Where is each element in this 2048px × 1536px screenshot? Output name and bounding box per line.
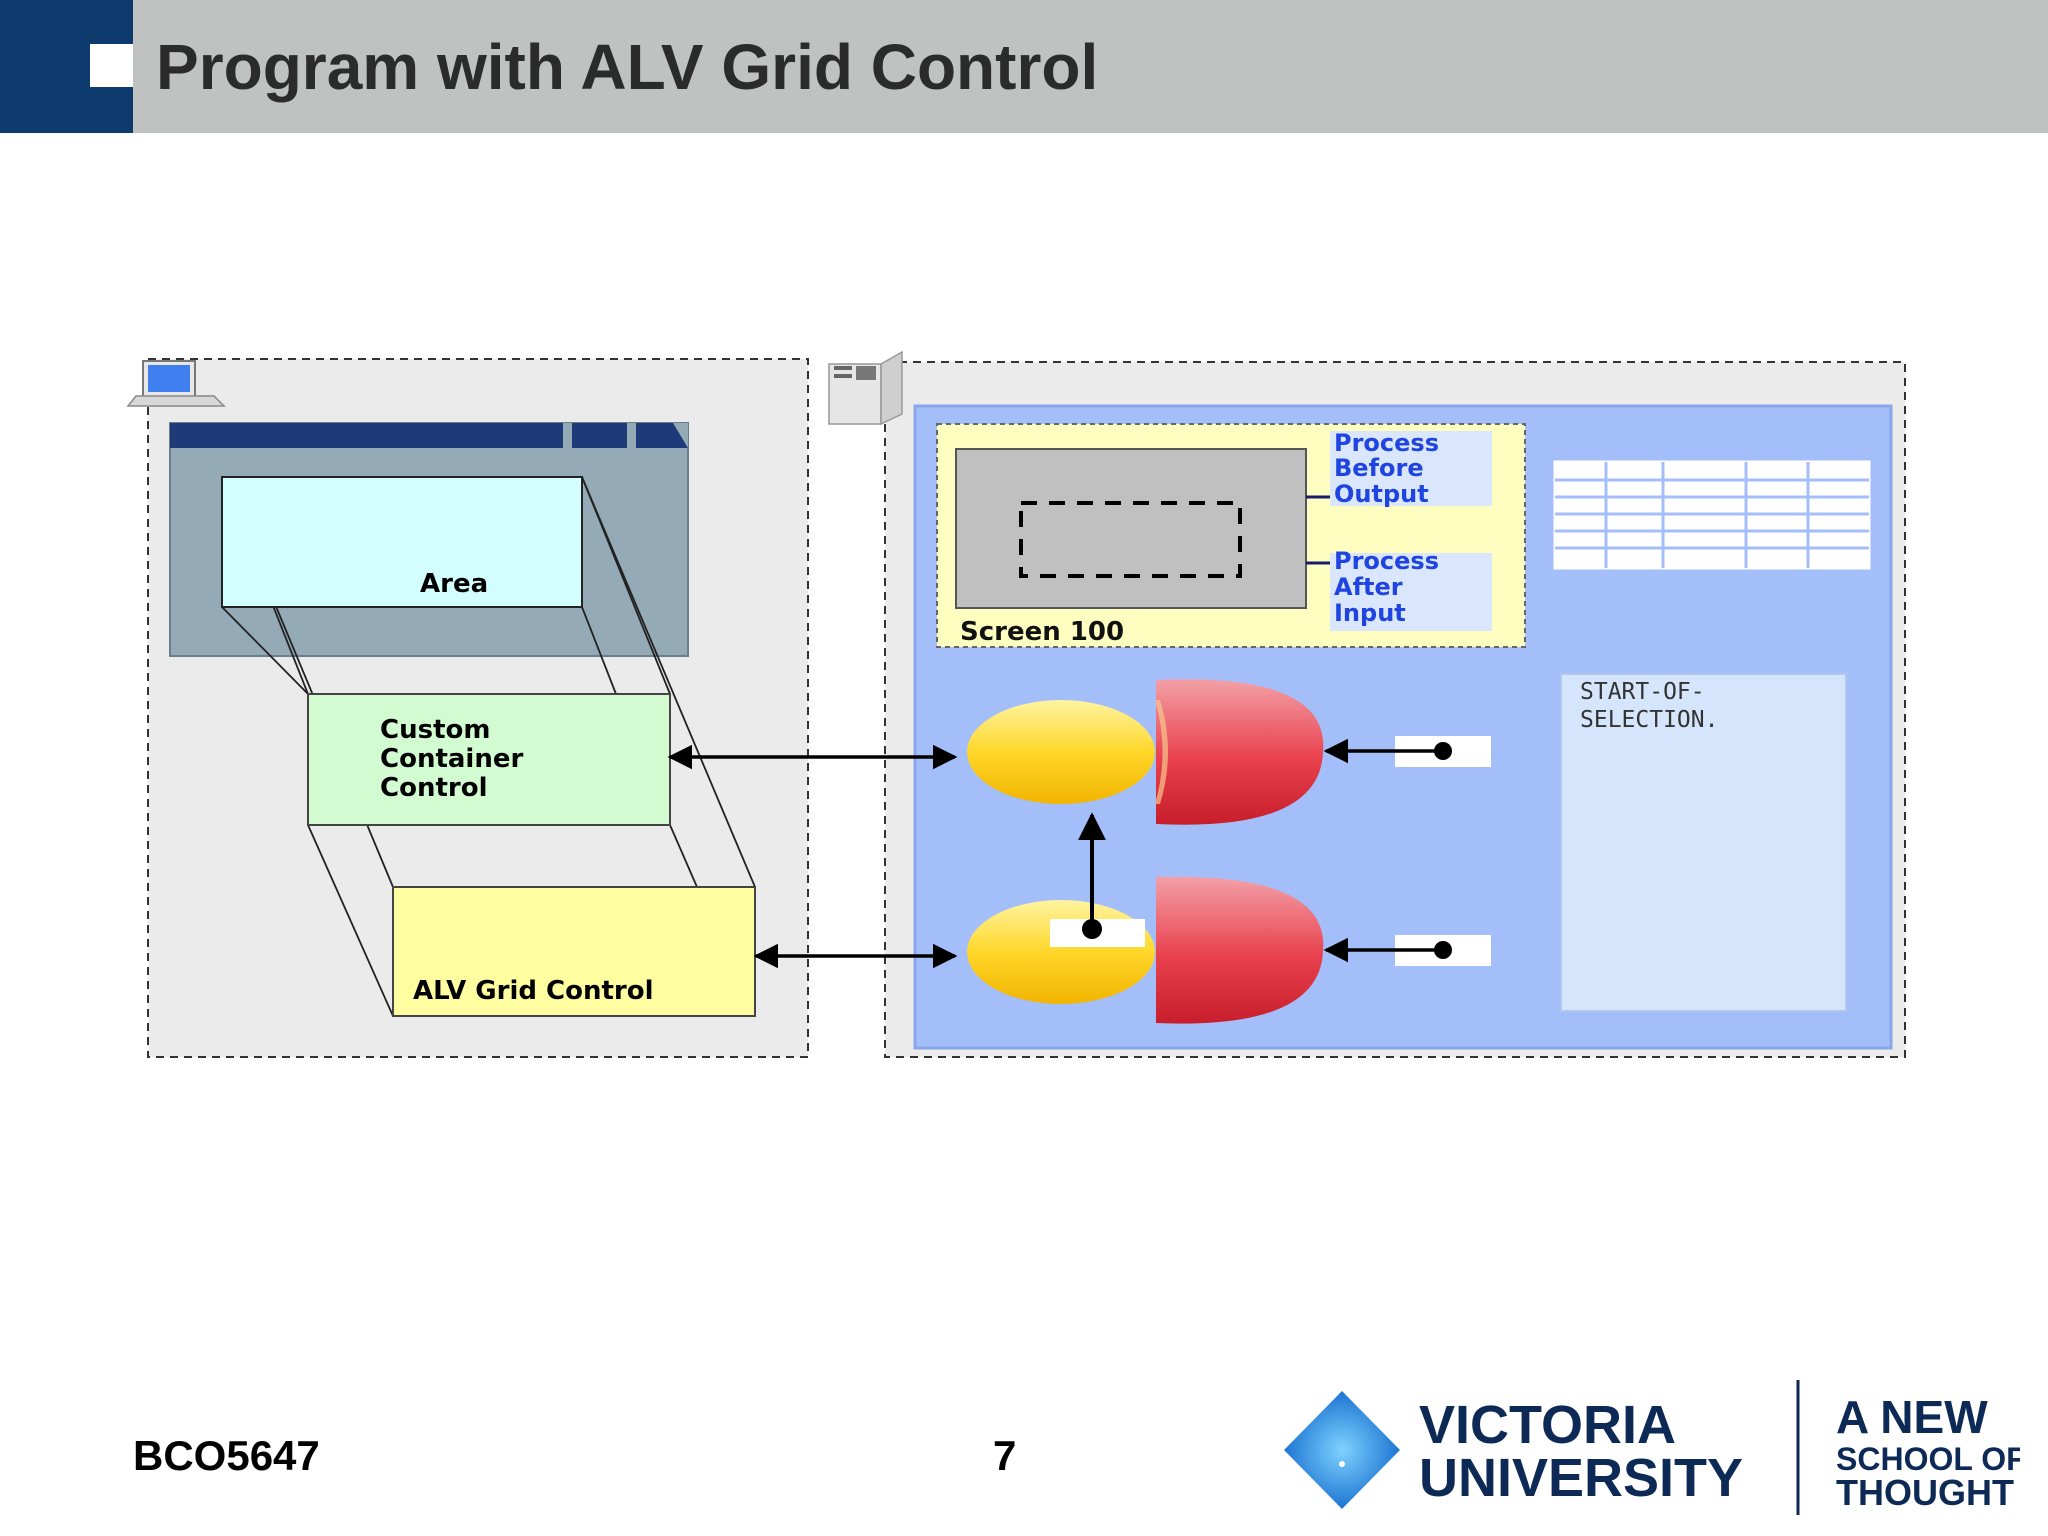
- logo-diamond-icon: [1284, 1391, 1400, 1509]
- screen-label: Screen 100: [960, 617, 1124, 647]
- custom-control-area-outline: [1019, 501, 1242, 578]
- area-box: [221, 476, 583, 608]
- logo-line-2: UNIVERSITY: [1419, 1448, 1743, 1508]
- pai-label-1: Process: [1334, 547, 1439, 575]
- area-label: Area: [420, 569, 488, 599]
- pai-label-2: After: [1334, 573, 1403, 601]
- logo-line-1: VICTORIA: [1419, 1395, 1676, 1455]
- custom-container-label-2: Container: [380, 744, 523, 774]
- pai-box: [1330, 553, 1492, 631]
- data-table-icon: [1553, 460, 1871, 570]
- header-bar: [0, 0, 2048, 133]
- header-bullet-square: [90, 44, 133, 87]
- alv-grid-label: ALV Grid Control: [413, 976, 654, 1006]
- container-object: [967, 679, 1324, 825]
- pbo-box: [1330, 431, 1492, 506]
- course-code: BCO5647: [133, 1432, 320, 1479]
- custom-container-label-3: Control: [380, 773, 487, 803]
- sap-window-titlebar: [170, 423, 688, 448]
- custom-container-box: [307, 693, 671, 826]
- code-line-2: SELECTION.: [1580, 707, 1718, 733]
- pbo-label-3: Output: [1334, 480, 1429, 508]
- logo-tag-2: SCHOOL OF: [1836, 1441, 2020, 1477]
- victoria-university-logo: VICTORIA UNIVERSITY A NEW SCHOOL OF THOU…: [1284, 1380, 2020, 1515]
- alv-grid-box: [392, 886, 756, 1017]
- logo-tag-1: A NEW: [1836, 1391, 1988, 1443]
- code-line-1: START-OF-: [1580, 679, 1705, 705]
- logo-tag-3: THOUGHT: [1836, 1472, 2014, 1513]
- screen-canvas: [955, 448, 1307, 609]
- code-box: [1560, 673, 1847, 1012]
- pbo-label-2: Before: [1334, 454, 1424, 482]
- computer-icon: [126, 360, 226, 407]
- custom-container-label-1: Custom: [380, 715, 490, 745]
- slide-title: Program with ALV Grid Control: [156, 31, 1099, 103]
- pbo-label-1: Process: [1334, 429, 1439, 457]
- server-icon: [828, 350, 903, 426]
- page-number: 7: [993, 1432, 1017, 1479]
- pai-label-3: Input: [1334, 599, 1406, 627]
